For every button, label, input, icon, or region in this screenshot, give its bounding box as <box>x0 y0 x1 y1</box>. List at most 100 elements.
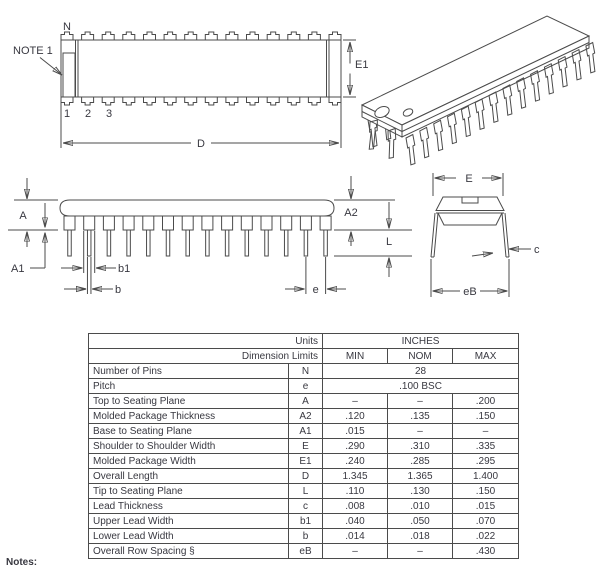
table-row: Lower Lead Width b .014 .018 .022 <box>88 528 520 544</box>
end-top-notch <box>461 196 479 204</box>
notes-label: Notes: <box>6 557 38 568</box>
dim-nom-cell: .010 <box>387 498 454 514</box>
dim-max-cell: 1.400 <box>452 468 520 484</box>
pin1-hatched-marker <box>62 52 76 98</box>
dim-symbol-cell: A <box>287 393 324 409</box>
top-pins-row <box>60 31 342 41</box>
dim-symbol-cell: c <box>287 498 324 514</box>
units-header-cell: Units <box>87 333 324 349</box>
end-body-upper <box>435 196 505 211</box>
dim-nom-cell: – <box>387 393 454 409</box>
table-header-units-row: Units INCHES <box>87 333 520 349</box>
note1-arrow <box>39 57 62 76</box>
iso-pin1-dimple <box>402 108 414 117</box>
dim-label-l: L <box>386 236 392 248</box>
dim-min-cell: .015 <box>322 423 389 439</box>
dim-label-e-width: E <box>465 173 472 185</box>
side-leads <box>63 215 332 257</box>
nom-header-cell: NOM <box>387 348 454 364</box>
table-row: Shoulder to Shoulder Width E .290 .310 .… <box>88 438 520 454</box>
table-row: Base to Seating Plane A1 .015 – – <box>88 423 520 439</box>
dim-nom-cell: – <box>387 543 454 559</box>
table-row: Overall Length D 1.345 1.365 1.400 <box>88 468 520 484</box>
dim-max-cell: .430 <box>452 543 520 559</box>
dim-span-cell: .100 BSC <box>322 378 520 394</box>
dim-min-cell: – <box>322 393 389 409</box>
table-row: Top to Seating Plane A – – .200 <box>88 393 520 409</box>
dim-max-cell: .295 <box>452 453 520 469</box>
dim-symbol-cell: b <box>287 528 324 544</box>
dim-symbol-cell: E <box>287 438 324 454</box>
iso-top-face <box>360 15 591 126</box>
dim-nom-cell: 1.365 <box>387 468 454 484</box>
dim-nom-cell: .018 <box>387 528 454 544</box>
dim-symbol-cell: E1 <box>287 453 324 469</box>
dim-label-e-pitch: e <box>313 284 319 296</box>
dim-max-cell: .150 <box>452 408 520 424</box>
iso-end-notch <box>374 106 390 118</box>
pin-count-label: N <box>63 21 71 33</box>
package-drawing-figure: N NOTE 1 1 2 3 E1 D <box>8 15 596 298</box>
dim-nom-cell: .135 <box>387 408 454 424</box>
dim-min-cell: .008 <box>322 498 389 514</box>
dim-label-e1: E1 <box>355 59 368 71</box>
table-row: Upper Lead Width b1 .040 .050 .070 <box>88 513 520 529</box>
dim-max-cell: .015 <box>452 498 520 514</box>
dim-name-cell: Upper Lead Width <box>88 513 289 529</box>
dim-name-cell: Base to Seating Plane <box>88 423 289 439</box>
dim-name-cell: Overall Row Spacing § <box>88 543 289 559</box>
dim-min-cell: .110 <box>322 483 389 499</box>
dim-label-eb: eB <box>463 286 476 298</box>
table-row: Tip to Seating Plane L .110 .130 .150 <box>88 483 520 499</box>
max-header-cell: MAX <box>452 348 520 364</box>
inches-header-cell: INCHES <box>322 333 520 349</box>
dim-min-cell: – <box>322 543 389 559</box>
dim-min-cell: .240 <box>322 453 389 469</box>
dim-name-cell: Overall Length <box>88 468 289 484</box>
dim-name-cell: Lower Lead Width <box>88 528 289 544</box>
bottom-pins-row <box>60 96 342 106</box>
dim-label-c: c <box>534 244 540 256</box>
isometric-view-drawing <box>360 15 596 166</box>
table-row: Lead Thickness c .008 .010 .015 <box>88 498 520 514</box>
dim-label-b: b <box>115 284 121 296</box>
end-view-drawing: E c eB <box>430 173 540 298</box>
pin-number-2: 2 <box>85 108 91 120</box>
pin-number-1: 1 <box>64 108 70 120</box>
dim-name-cell: Lead Thickness <box>88 498 289 514</box>
pin-number-3: 3 <box>106 108 112 120</box>
dim-nom-cell: .050 <box>387 513 454 529</box>
dim-min-cell: .040 <box>322 513 389 529</box>
dim-nom-cell: .285 <box>387 453 454 469</box>
table-row: Molded Package Thickness A2 .120 .135 .1… <box>88 408 520 424</box>
dim-symbol-cell: D <box>287 468 324 484</box>
dim-symbol-cell: A2 <box>287 408 324 424</box>
dim-name-cell: Molded Package Thickness <box>88 408 289 424</box>
side-view-drawing: A A1 b1 b e A2 L <box>8 176 412 296</box>
dim-symbol-cell: b1 <box>287 513 324 529</box>
table-row: Overall Row Spacing § eB – – .430 <box>88 543 520 559</box>
dim-name-cell: Tip to Seating Plane <box>88 483 289 499</box>
dim-min-cell: .014 <box>322 528 389 544</box>
dim-max-cell: .070 <box>452 513 520 529</box>
dim-min-cell: .120 <box>322 408 389 424</box>
dim-label-a1: A1 <box>11 263 24 275</box>
dim-symbol-cell: A1 <box>287 423 324 439</box>
dim-nom-cell: .130 <box>387 483 454 499</box>
dim-name-cell: Number of Pins <box>88 363 289 379</box>
dim-name-cell: Pitch <box>88 378 289 394</box>
dim-max-cell: – <box>452 423 520 439</box>
table-row: Molded Package Width E1 .240 .285 .295 <box>88 453 520 469</box>
table-header-limits-row: Dimension Limits MIN NOM MAX <box>87 348 520 364</box>
dim-name-cell: Molded Package Width <box>88 453 289 469</box>
dim-name-cell: Top to Seating Plane <box>88 393 289 409</box>
table-row: Number of Pins N 28 <box>88 363 520 379</box>
note1-label: NOTE 1 <box>13 45 53 57</box>
min-header-cell: MIN <box>322 348 389 364</box>
top-view-drawing: N NOTE 1 1 2 3 E1 D <box>13 21 368 150</box>
dimension-limits-cell: Dimension Limits <box>87 348 324 364</box>
dim-min-cell: 1.345 <box>322 468 389 484</box>
dim-symbol-cell: L <box>287 483 324 499</box>
dim-symbol-cell: e <box>287 378 324 394</box>
